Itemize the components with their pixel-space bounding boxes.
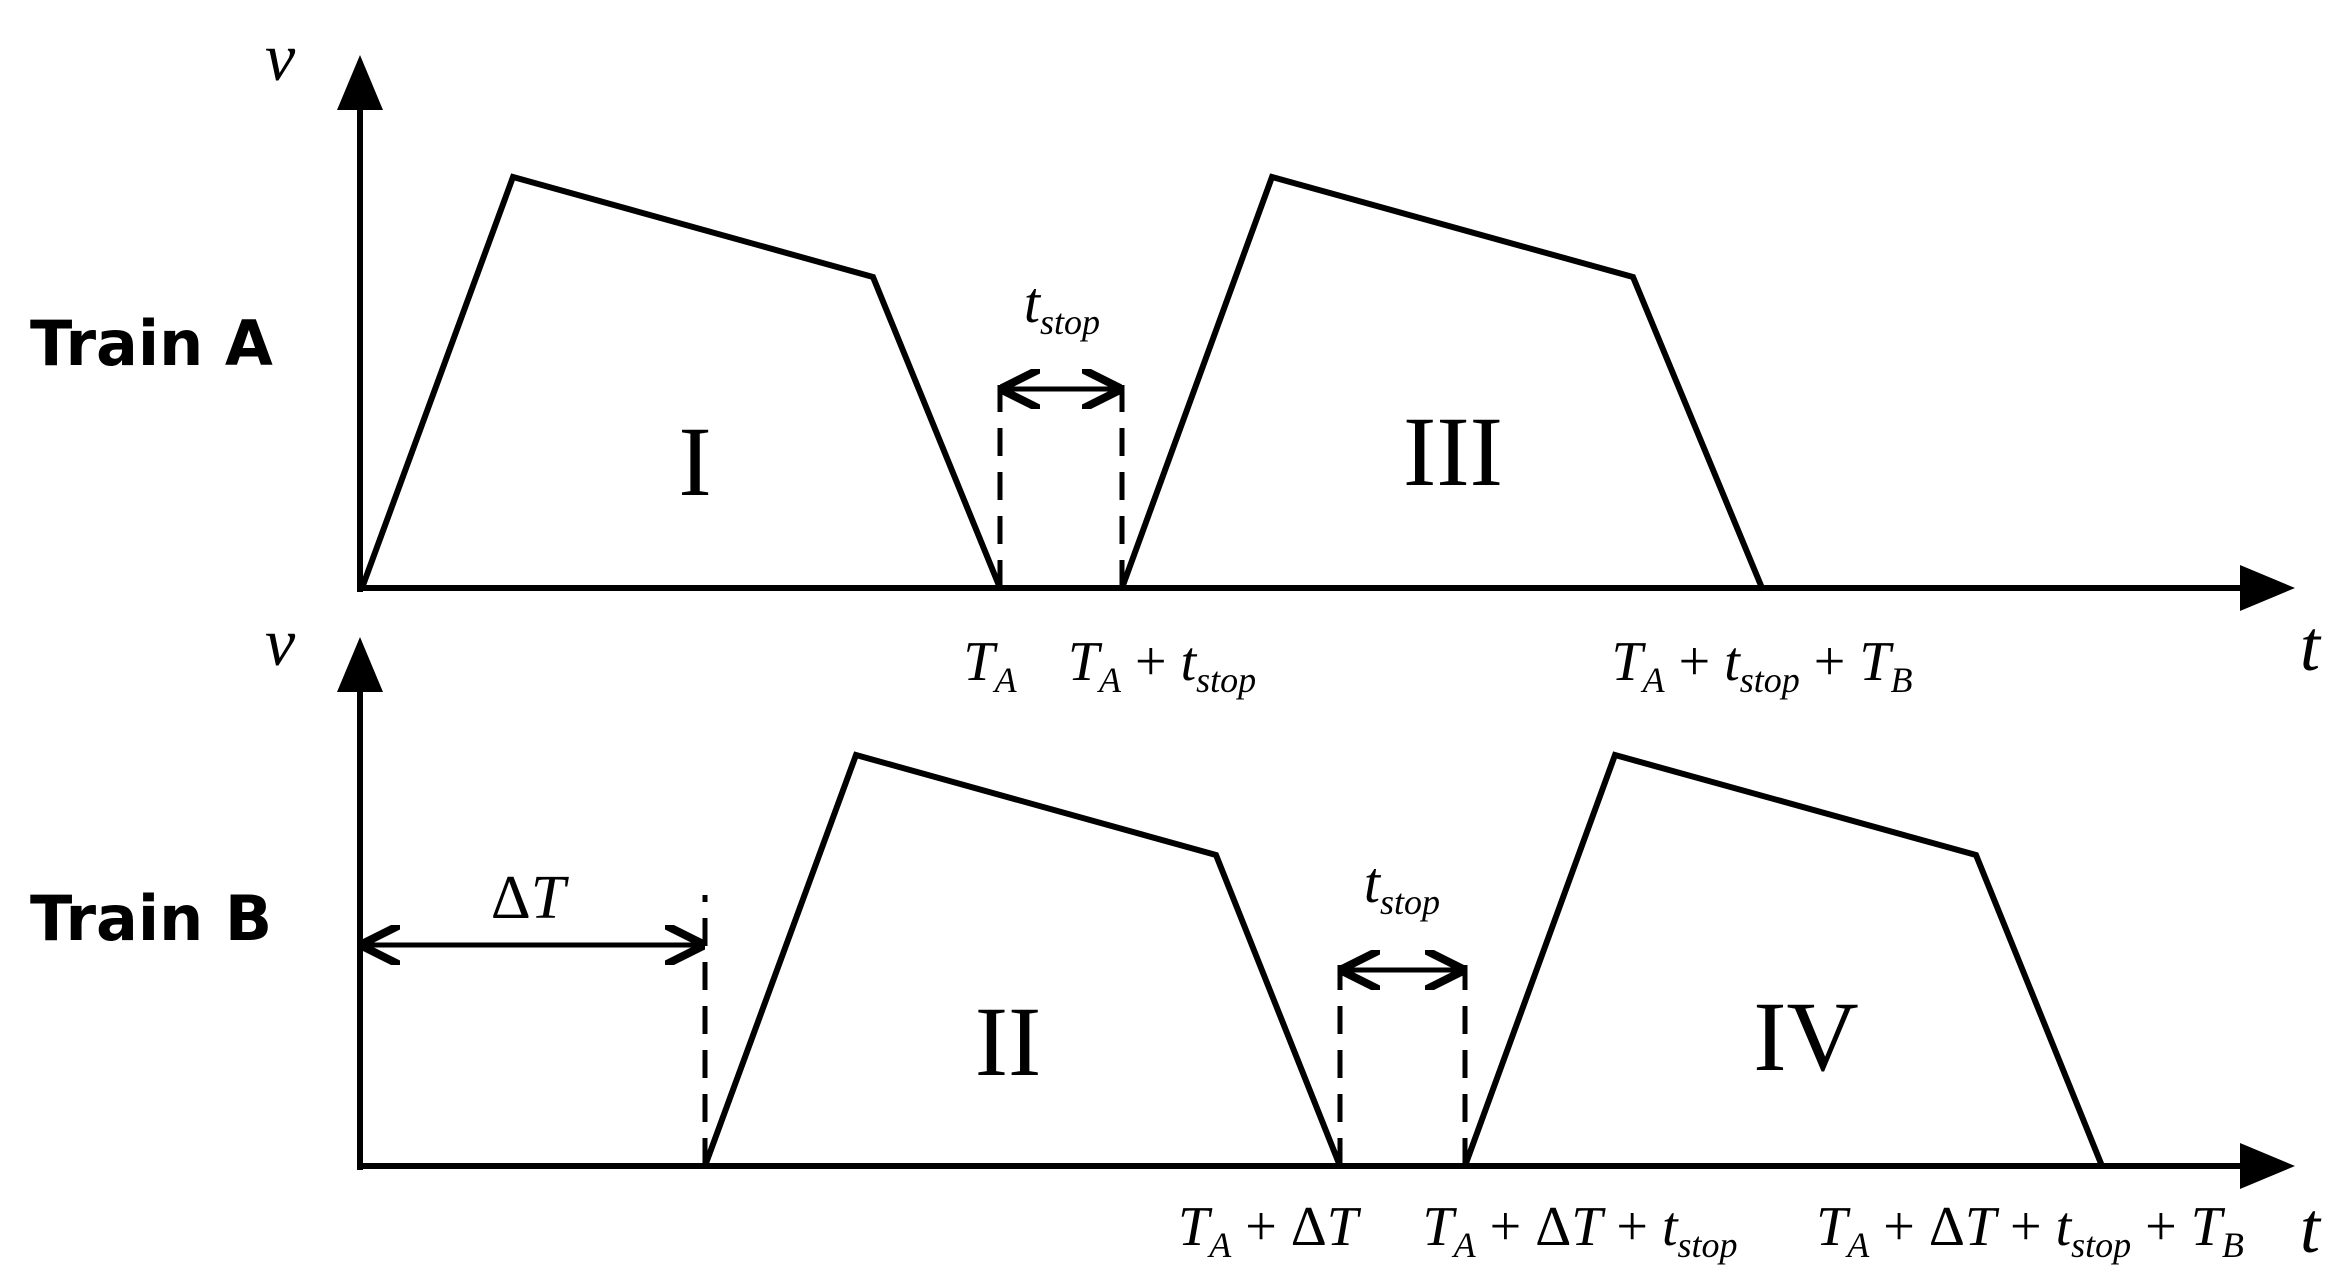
train-b-stop-label: tstop [1364, 850, 1440, 922]
train-b-v-axis-arrowhead [337, 637, 383, 692]
region-iv-label: IV [1753, 981, 1859, 1092]
train-a-t-axis-arrowhead [2240, 565, 2295, 611]
train-a-panel: Train A v t I III tstop TA TA + tstop TA… [30, 19, 2322, 700]
region-iii-label: III [1403, 396, 1503, 507]
train-a-stop-label: tstop [1024, 270, 1100, 342]
train-b-profile-4 [1462, 751, 2105, 1168]
tick-ta-plus-tstop: TA + tstop [1068, 631, 1256, 700]
train-a-profile-3 [1119, 173, 1765, 590]
tick-ta-plus-tstop-plus-tb: TA + tstop + TB [1611, 631, 1912, 700]
train-b-label: Train B [30, 882, 272, 955]
train-a-t-axis-label: t [2300, 606, 2322, 686]
tick-ta-plus-dt: TA + ΔT [1178, 1196, 1362, 1265]
train-b-delay-label: ΔT [491, 864, 570, 932]
train-b-t-axis-label: t [2300, 1188, 2322, 1268]
tick-ta-plus-dt-plus-tstop-plus-tb: TA + ΔT + tstop + TB [1816, 1196, 2244, 1265]
train-a-profile-1 [359, 173, 1003, 590]
train-b-v-axis-label: v [265, 604, 296, 680]
train-a-v-axis-arrowhead [337, 55, 383, 110]
train-a-label: Train A [30, 307, 273, 380]
tick-ta-plus-dt-plus-tstop: TA + ΔT + tstop [1422, 1196, 1737, 1265]
train-a-v-axis-label: v [265, 19, 296, 95]
train-b-profile-2 [702, 751, 1343, 1168]
region-ii-label: II [975, 986, 1042, 1097]
tick-ta: TA [963, 631, 1017, 700]
train-b-panel: Train B v t II IV ΔT tstop TA + ΔT TA + … [30, 604, 2322, 1268]
train-b-t-axis-arrowhead [2240, 1143, 2295, 1189]
region-i-label: I [678, 406, 711, 517]
